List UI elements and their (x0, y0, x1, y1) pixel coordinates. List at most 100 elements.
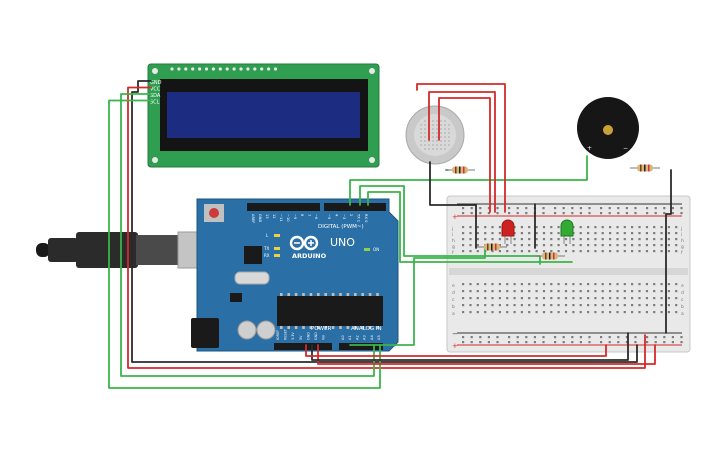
chip-pin (317, 293, 320, 296)
lcd-pin-vcc: VCC (150, 87, 161, 93)
breadboard-hole (550, 304, 553, 307)
breadboard-hole (579, 250, 582, 253)
breadboard-holes (462, 207, 683, 344)
breadboard-rail-hole (508, 212, 511, 215)
breadboard-hole (623, 283, 626, 286)
breadboard-hole (616, 232, 619, 235)
lcd-header-pin (273, 67, 278, 71)
gas-mesh-dot (440, 144, 442, 146)
led-rx (274, 254, 280, 257)
reset-button[interactable] (209, 208, 219, 218)
breadboard-hole (638, 290, 641, 293)
digital-pin-label: ~3 (342, 214, 346, 219)
breadboard-rail-hole (525, 341, 528, 344)
breadboard-rail-hole (533, 336, 536, 339)
breadboard-hole (520, 311, 523, 314)
breadboard-row-letter: c (452, 298, 455, 303)
breadboard-hole (623, 290, 626, 293)
breadboard-rail-hole (588, 336, 591, 339)
buzzer-minus-label: − (623, 145, 628, 152)
rail-plus-label: + (452, 213, 458, 221)
breadboard-hole (535, 304, 538, 307)
led-tx-label: TX (263, 246, 269, 251)
gas-mesh-dot (448, 128, 450, 130)
breadboard-hole (638, 244, 641, 247)
digital-pin-label: 4 (334, 214, 338, 217)
breadboard-rail-hole (562, 341, 565, 344)
power-pin-label: Vin (322, 335, 326, 340)
chip-pin (287, 326, 290, 329)
breadboard-hole (535, 232, 538, 235)
crystal-oscillator (234, 271, 270, 285)
breadboard-rail-hole (654, 207, 657, 210)
analog-header (339, 343, 383, 350)
breadboard-row-letter: a (681, 312, 684, 317)
breadboard-rail-hole (462, 336, 465, 339)
gas-mesh-dot (428, 148, 430, 150)
breadboard-hole (498, 244, 501, 247)
breadboard-rail-hole (508, 207, 511, 210)
breadboard-rail-hole (562, 212, 565, 215)
lcd-header-pin (246, 67, 250, 71)
lcd-header-pin (191, 67, 195, 71)
breadboard-row-letter: e (452, 284, 455, 289)
breadboard-hole (609, 283, 612, 286)
breadboard-hole (601, 238, 604, 241)
breadboard-hole (667, 244, 670, 247)
breadboard-hole (667, 297, 670, 300)
breadboard-hole (601, 226, 604, 229)
breadboard-hole (542, 250, 546, 253)
lcd-header-pin (184, 67, 188, 71)
lcd-pin-sda: SDA (150, 93, 161, 99)
gas-mesh-dot (436, 128, 438, 130)
chip-pin (346, 326, 350, 329)
breadboard-hole (498, 232, 501, 235)
breadboard-hole (631, 304, 634, 307)
breadboard-hole (506, 290, 509, 293)
gas-mesh-dot (424, 132, 426, 134)
breadboard-hole (557, 283, 560, 286)
chip-pin (376, 293, 379, 296)
breadboard-hole (631, 226, 634, 229)
breadboard-hole (653, 244, 656, 247)
breadboard-hole (572, 238, 575, 241)
lcd-header-pin (232, 67, 236, 71)
breadboard-hole (572, 250, 575, 253)
breadboard-hole (491, 238, 494, 241)
breadboard-hole (542, 244, 546, 247)
breadboard-hole (520, 238, 523, 241)
wire-led-green (359, 185, 541, 265)
breadboard-rail-hole (487, 336, 490, 339)
breadboard-rail-hole (479, 336, 482, 339)
breadboard-rail-hole (487, 212, 490, 215)
resistor-band (463, 166, 465, 174)
resistor-band (644, 164, 646, 172)
usb-plug-neck (136, 235, 180, 265)
breadboard-rail-hole (608, 336, 611, 339)
breadboard-hole (498, 283, 501, 286)
breadboard-row-letter: g (681, 245, 684, 250)
arduino-model: UNO (330, 236, 355, 249)
breadboard-rail-hole (663, 212, 666, 215)
breadboard-hole (528, 250, 531, 253)
chip-pin (294, 326, 298, 329)
analog-pin-label: A0 (341, 335, 345, 340)
power-pin-label: 5V (299, 335, 303, 340)
breadboard-hole (513, 283, 516, 286)
breadboard-hole (653, 226, 656, 229)
breadboard-hole (564, 297, 568, 300)
breadboard-rail-hole (646, 212, 649, 215)
chip-pin (346, 293, 350, 296)
gas-mesh-dot (436, 148, 438, 150)
breadboard-hole (675, 297, 678, 300)
breadboard-hole (609, 250, 612, 253)
breadboard-rail-hole (516, 336, 519, 339)
breadboard-hole (542, 283, 546, 286)
digital-header-label: DIGITAL (PWM~) (318, 224, 364, 230)
gas-mesh-dot (420, 144, 422, 146)
breadboard-hole (616, 244, 619, 247)
breadboard-rail-hole (571, 207, 574, 210)
